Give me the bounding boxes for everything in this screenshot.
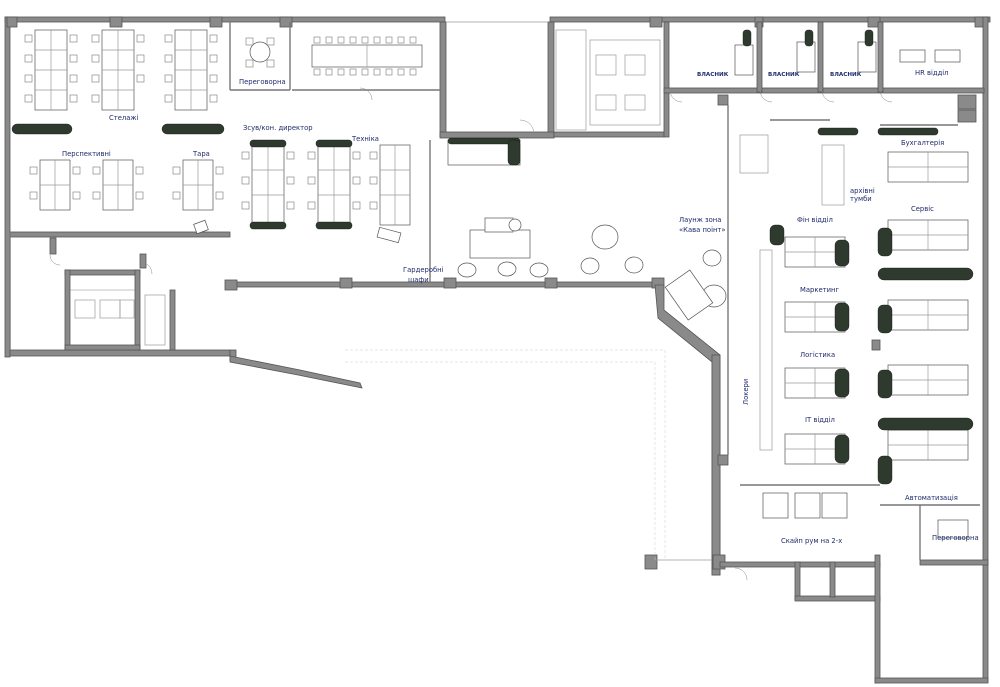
label-skail-room: Скайп рум на 2-х bbox=[781, 537, 842, 545]
label-hr: HR відділ bbox=[915, 69, 949, 77]
label-tekhnika: Техніка bbox=[351, 135, 379, 143]
label-vlasnyk-2: ВЛАСНИК bbox=[768, 72, 800, 78]
label-arkhivni-2: тумби bbox=[850, 195, 872, 203]
owners-offices bbox=[734, 29, 961, 76]
label-lohistyka: Логістика bbox=[800, 351, 835, 359]
label-zsuv-director: Зсув/кон. директор bbox=[243, 124, 313, 132]
meeting-room-top bbox=[245, 37, 275, 68]
label-garderob-1: Гардеробні bbox=[403, 266, 444, 274]
desk-cluster-stelazhi bbox=[24, 29, 218, 111]
wc-block-top bbox=[595, 54, 646, 111]
label-vlasnyk-3: ВЛАСНИК bbox=[830, 72, 862, 78]
label-avtomatyzatsiya: Автоматизація bbox=[905, 494, 958, 502]
label-fin: Фін відділ bbox=[797, 216, 833, 224]
label-arkhivni-1: архівні bbox=[850, 187, 875, 195]
label-peregovorna-top: Переговорна bbox=[239, 78, 286, 86]
outer-walls bbox=[4, 16, 991, 684]
label-stelazhi: Стелажі bbox=[109, 114, 139, 122]
label-lounge-1: Лаунж зона bbox=[679, 216, 721, 224]
plant-row-left bbox=[11, 123, 225, 135]
wc-block-left bbox=[70, 289, 166, 346]
lower-area-outline bbox=[345, 349, 712, 561]
label-vlasnyk-1: ВЛАСНИК bbox=[697, 72, 729, 78]
label-bukhgalteriya: Бухгалтерія bbox=[901, 139, 944, 147]
conference-table bbox=[311, 36, 423, 76]
label-tara: Тара bbox=[192, 150, 210, 158]
desk-cluster-center bbox=[241, 139, 411, 244]
right-wing-desks bbox=[739, 127, 974, 539]
label-lounge-2: «Кава поінт» bbox=[679, 226, 726, 234]
desk-cluster-perspektyvni bbox=[29, 159, 224, 235]
doors bbox=[49, 87, 893, 581]
core-block bbox=[446, 21, 661, 131]
room-labels: Стелажі Перспективні Тара Переговорна Зс… bbox=[62, 69, 979, 545]
label-servis: Сервіс bbox=[911, 205, 934, 213]
label-perspektyvni: Перспективні bbox=[62, 150, 111, 158]
label-it: IT відділ bbox=[805, 416, 835, 424]
lounge-reception bbox=[447, 137, 727, 321]
label-garderob-2: шафи bbox=[408, 276, 429, 284]
label-marketynh: Маркетинг bbox=[800, 286, 839, 294]
partitions bbox=[9, 22, 980, 560]
label-peregovorna-bottom: Переговорна bbox=[932, 534, 979, 542]
label-lokery: Локери bbox=[742, 379, 750, 405]
